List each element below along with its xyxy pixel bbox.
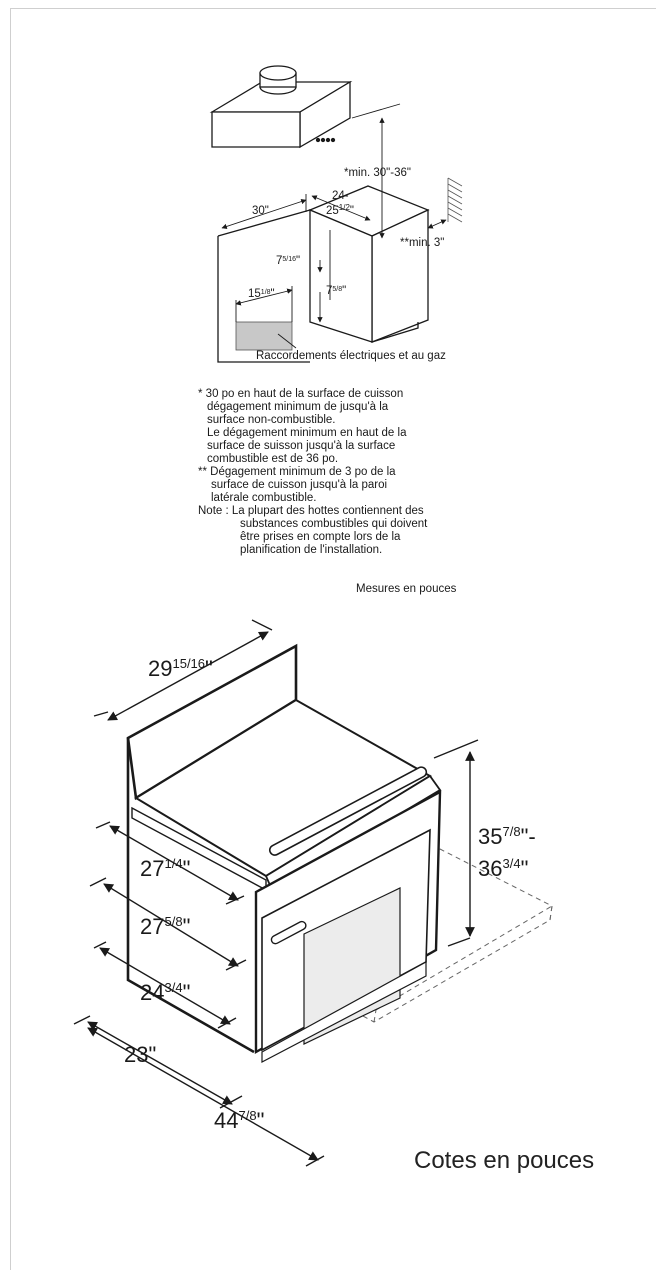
note-line: * 30 po en haut de la surface de cuisson — [198, 388, 404, 400]
note-line: Le dégagement minimum en haut de la — [207, 427, 407, 439]
note-line: latérale combustible. — [211, 492, 317, 504]
connections-caption: Raccordements électriques et au gaz — [256, 350, 446, 362]
dim-depth-label: 251/2" — [326, 203, 354, 217]
connection-zone — [235, 321, 293, 351]
dim-7-5-8: 75/8" — [326, 285, 346, 297]
dim-depth-top: 24- — [332, 190, 349, 202]
installation-diagram: *min. 30"-36" 24- 251/2" 30" **min. 3" 7… — [209, 65, 463, 363]
units-note-large: Cotes en pouces — [414, 1147, 595, 1174]
range-hood — [209, 65, 353, 149]
dim-width: 30" — [252, 205, 269, 217]
note-line: surface de suisson jusqu'à la surface — [207, 440, 396, 452]
note-line: planification de l'installation. — [240, 544, 383, 556]
installation-notes: * 30 po en haut de la surface de cuisson… — [198, 388, 488, 557]
side-wall-hatch — [447, 177, 463, 223]
dimension-lines — [221, 103, 447, 349]
dim-7-5-16: 75/16" — [276, 255, 300, 267]
dim-side-clearance: **min. 3" — [400, 237, 444, 249]
page-frame — [10, 8, 656, 1270]
cabinet-wall — [217, 209, 311, 363]
dim-clearance-above: *min. 30"-36" — [344, 167, 411, 179]
units-note-small: Mesures en pouces — [356, 583, 457, 595]
note-line: Note : La plupart des hottes contiennent… — [198, 505, 424, 517]
dim-15-1-8: 151/8" — [248, 288, 275, 300]
note-line: surface non-combustible. — [207, 414, 336, 426]
note-line: substances combustibles qui doivent — [240, 518, 428, 530]
note-line: dégagement minimum de jusqu'à la — [207, 401, 389, 413]
note-line: combustible est de 36 po. — [207, 453, 339, 465]
note-line: ** Dégagement minimum de 3 po de la — [198, 466, 396, 478]
note-line: surface de cuisson jusqu'à la paroi — [211, 479, 388, 491]
note-line: être prises en compte lors de la — [240, 531, 401, 543]
